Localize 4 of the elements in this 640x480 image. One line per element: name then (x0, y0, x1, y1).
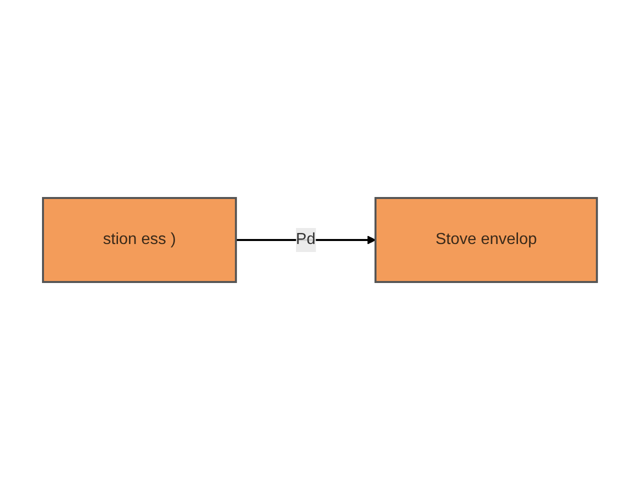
node-box: Stove envelop (374, 197, 598, 283)
arrow (236, 236, 376, 244)
edge-label: Pd (296, 231, 316, 248)
node-box: stion ess ) (42, 197, 237, 283)
